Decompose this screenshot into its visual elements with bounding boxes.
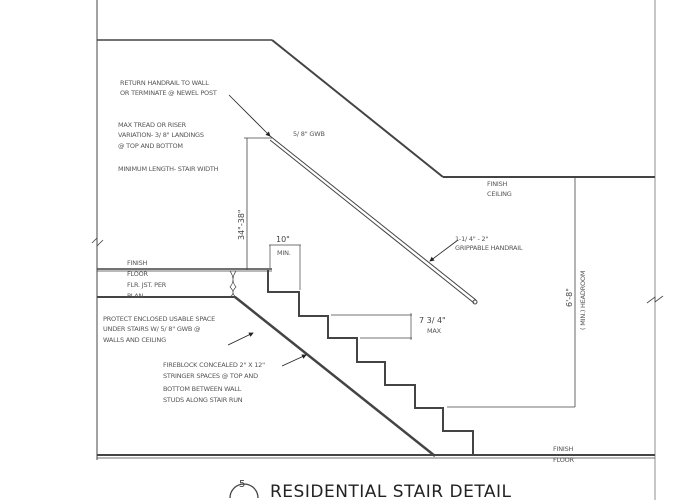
note-protect-space: PROTECT ENCLOSED USABLE SPACE UNDER STAI… (103, 315, 215, 344)
svg-text:@ TOP AND BOTTOM: @ TOP AND BOTTOM (118, 142, 183, 150)
stair-profile (267, 270, 474, 455)
handrail-height-label: 34"-38" (237, 209, 246, 240)
note-return-handrail: RETURN HANDRAIL TO WALL OR TERMINATE @ N… (120, 79, 217, 97)
svg-text:FINISH: FINISH (487, 180, 508, 188)
headroom-note: ( MIN.) HEADROOM (579, 271, 587, 330)
leaders (227, 94, 459, 367)
riser-label: 7 3/ 4" (419, 316, 446, 325)
tread-note: MIN. (277, 249, 291, 257)
note-finish-floor-lower: FINISH FLOOR (553, 445, 575, 464)
drawing-title: RESIDENTIAL STAIR DETAIL (270, 482, 512, 500)
svg-text:FLR. JST. PER: FLR. JST. PER (127, 281, 167, 289)
svg-text:FLOOR: FLOOR (127, 270, 149, 278)
tread-label: 10" (276, 235, 290, 244)
svg-text:MAX TREAD OR RISER: MAX TREAD OR RISER (118, 121, 187, 129)
svg-text:STRINGER SPACES @ TOP AND: STRINGER SPACES @ TOP AND (163, 372, 258, 380)
stringer (234, 296, 436, 457)
svg-text:CEILING: CEILING (487, 190, 512, 198)
svg-text:UNDER STAIRS W/ 5/ 8" GWB @: UNDER STAIRS W/ 5/ 8" GWB @ (103, 325, 201, 333)
svg-text:RETURN HANDRAIL TO WALL: RETURN HANDRAIL TO WALL (120, 79, 209, 87)
svg-text:FIREBLOCK CONCEALED 2" X 12": FIREBLOCK CONCEALED 2" X 12" (163, 361, 265, 369)
svg-text:BOTTOM BETWEEN WALL: BOTTOM BETWEEN WALL (163, 385, 242, 393)
note-finish-floor-upper: FINISH FLOOR FLR. JST. PER PLAN (127, 259, 167, 300)
svg-text:FINISH: FINISH (553, 445, 574, 453)
drawing-title-block: 5 RESIDENTIAL STAIR DETAIL (229, 479, 512, 500)
svg-text:STUDS ALONG STAIR RUN: STUDS ALONG STAIR RUN (163, 396, 243, 404)
note-gwb: 5/ 8" GWB (293, 130, 325, 138)
svg-text:PROTECT ENCLOSED USABLE SPACE: PROTECT ENCLOSED USABLE SPACE (103, 315, 215, 323)
note-max-tread: MAX TREAD OR RISER VARIATION- 3/ 8" LAND… (118, 121, 204, 150)
svg-text:WALLS AND CEILING: WALLS AND CEILING (103, 336, 166, 344)
svg-text:OR TERMINATE @ NEWEL POST: OR TERMINATE @ NEWEL POST (120, 89, 217, 97)
svg-text:GRIPPABLE HANDRAIL: GRIPPABLE HANDRAIL (455, 244, 523, 252)
note-fireblock: FIREBLOCK CONCEALED 2" X 12" STRINGER SP… (163, 361, 265, 404)
note-finish-ceiling: FINISH CEILING (487, 180, 512, 198)
note-min-length: MINIMUM LENGTH- STAIR WIDTH (118, 165, 219, 173)
svg-text:PLAN: PLAN (127, 292, 144, 300)
note-handrail: 1-1/ 4" - 2" GRIPPABLE HANDRAIL (455, 235, 523, 252)
building-outline (91, 0, 664, 500)
svg-text:FLOOR: FLOOR (553, 456, 575, 464)
svg-text:1-1/ 4" - 2": 1-1/ 4" - 2" (455, 235, 488, 243)
headroom-label: 6'-8" (565, 288, 574, 307)
detail-number: 5 (239, 479, 245, 490)
riser-note: MAX (427, 327, 442, 335)
dimension-tread: 10" MIN. (269, 235, 301, 290)
handrail (269, 135, 478, 305)
svg-text:FINISH: FINISH (127, 259, 148, 267)
dimension-riser: 7 3/ 4" MAX (331, 313, 446, 340)
detail-number-circle (229, 483, 259, 499)
dimension-headroom: 6'-8" ( MIN.) HEADROOM (447, 177, 587, 408)
dimension-handrail-height: 34"-38" (237, 137, 272, 270)
svg-text:VARIATION- 3/ 8" LANDINGS: VARIATION- 3/ 8" LANDINGS (118, 131, 204, 139)
